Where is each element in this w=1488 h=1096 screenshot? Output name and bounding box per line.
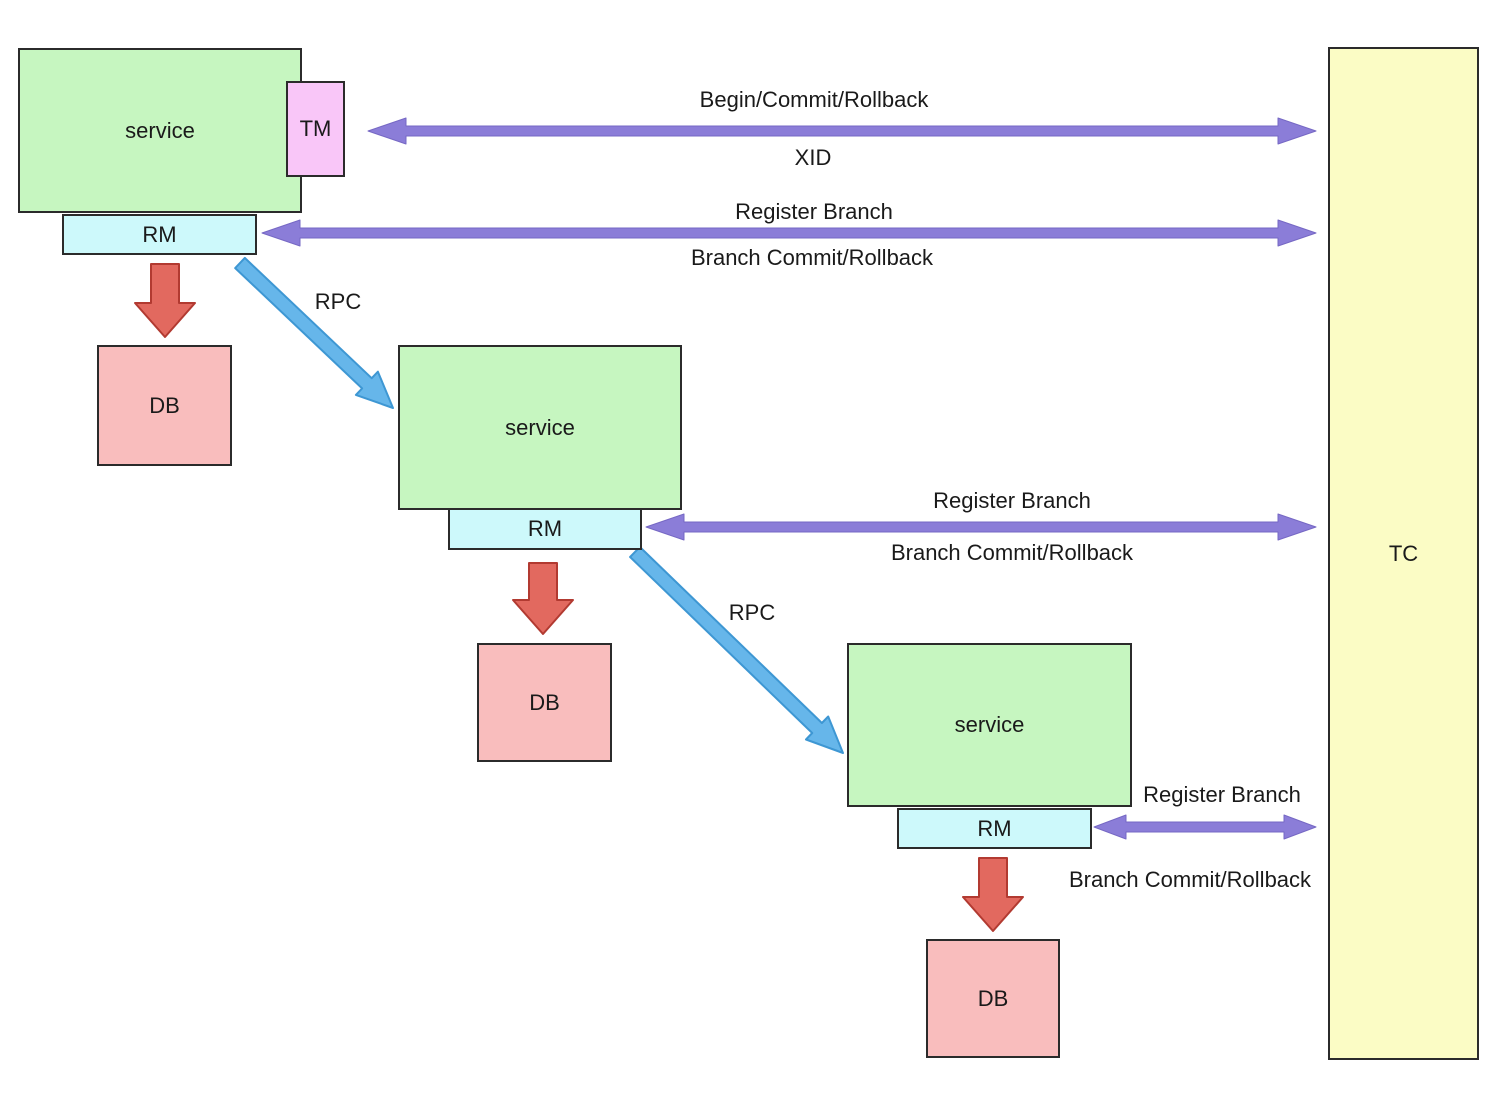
label-xid: XID bbox=[794, 145, 832, 170]
service-box-2: service bbox=[398, 345, 682, 510]
db-box-3-label: DB bbox=[977, 985, 1009, 1011]
down-arrow-rm1-db1 bbox=[134, 263, 196, 338]
db-box-2-label: DB bbox=[529, 689, 560, 715]
label-register-branch-1: Register Branch bbox=[735, 199, 893, 224]
rm-box-3-label: RM bbox=[977, 815, 1012, 841]
label-branch-commit-rollback-1: Branch Commit/Rollback bbox=[690, 245, 934, 270]
label-rpc-2: RPC bbox=[728, 600, 776, 625]
label-register-branch-2: Register Branch bbox=[933, 488, 1091, 513]
db-box-1-label: DB bbox=[149, 392, 180, 418]
label-rpc-1: RPC bbox=[314, 289, 362, 314]
tc-box-label: TC bbox=[1388, 540, 1419, 566]
rpc-arrow-service2-service3 bbox=[629, 546, 844, 754]
service-box-2-label: service bbox=[505, 414, 575, 440]
down-arrow-rm2-db2 bbox=[512, 562, 574, 635]
db-box-3: DB bbox=[926, 939, 1060, 1058]
rm-box-3: RM bbox=[897, 808, 1092, 849]
service-box-3-label: service bbox=[954, 712, 1025, 737]
label-branch-commit-rollback-3: Branch Commit/Rollback bbox=[1068, 867, 1312, 892]
bidirectional-arrow-rm2-tc bbox=[645, 513, 1317, 541]
label-begin-commit-rollback: Begin/Commit/Rollback bbox=[699, 87, 929, 112]
db-box-2: DB bbox=[477, 643, 612, 762]
rpc-arrow-service1-service2 bbox=[234, 256, 394, 409]
tm-box: TM bbox=[286, 81, 345, 177]
rm-box-2-label: RM bbox=[527, 516, 563, 541]
db-box-1: DB bbox=[97, 345, 232, 466]
rm-box-1-label: RM bbox=[142, 221, 177, 247]
down-arrow-rm3-db3 bbox=[962, 857, 1024, 932]
service-box-1: service bbox=[18, 48, 302, 213]
bidirectional-arrow-rm3-tc bbox=[1093, 814, 1317, 840]
tc-box: TC bbox=[1328, 47, 1479, 1060]
bidirectional-arrow-rm1-tc bbox=[261, 219, 1317, 247]
service-box-3: service bbox=[847, 643, 1132, 807]
label-register-branch-3: Register Branch bbox=[1143, 782, 1301, 807]
rm-box-2: RM bbox=[448, 508, 642, 550]
label-branch-commit-rollback-2: Branch Commit/Rollback bbox=[890, 540, 1134, 565]
service-box-1-label: service bbox=[125, 117, 195, 143]
rm-box-1: RM bbox=[62, 214, 257, 255]
tm-box-label: TM bbox=[299, 116, 332, 141]
bidirectional-arrow-tm-tc bbox=[367, 117, 1317, 145]
